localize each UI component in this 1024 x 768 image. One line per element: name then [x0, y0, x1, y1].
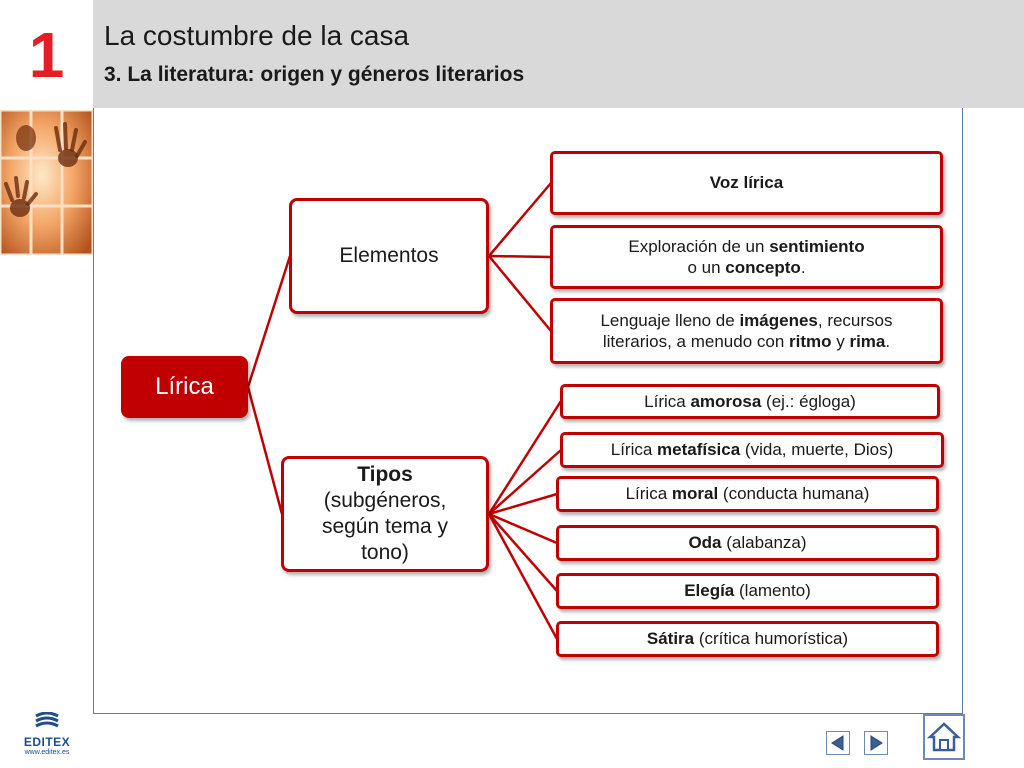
oda-bold: Oda: [688, 533, 722, 553]
satira-bold: Sátira: [646, 629, 695, 649]
metafisica-post: (vida, muerte, Dios): [740, 440, 894, 460]
node-lirica-moral: Lírica moral (conducta humana): [556, 476, 939, 512]
connector-tipos-oda: [488, 512, 558, 545]
elegia-bold: Elegía: [684, 581, 735, 601]
exploracion-text-1: Exploración de un: [628, 236, 770, 256]
lenguaje-bold-rima: rima: [849, 332, 886, 351]
connector-elementos-lenguaje: [488, 255, 552, 332]
page-title: La costumbre de la casa: [104, 20, 410, 51]
connector-tipos-satira: [487, 513, 559, 640]
lenguaje-text-3: y: [831, 332, 850, 351]
node-exploracion: Exploración de un sentimiento o un conce…: [550, 225, 943, 289]
moral-bold: moral: [671, 484, 719, 504]
lenguaje-text-2: , recursos literarios, a menudo con: [602, 310, 893, 351]
home-button[interactable]: [923, 714, 965, 760]
node-oda: Oda (alabanza): [556, 525, 939, 561]
amorosa-post: (ej.: égloga): [761, 391, 856, 411]
header-bar: [93, 0, 1024, 108]
metafisica-bold: metafísica: [657, 440, 741, 460]
node-voz-lirica: Voz lírica: [550, 151, 943, 215]
connector-tipos-metafisica: [488, 449, 562, 515]
connector-elementos-exploracion: [488, 254, 552, 259]
connector-tipos-moral: [488, 492, 558, 516]
connector-root-elementos: [246, 255, 292, 388]
lenguaje-text-4: .: [885, 332, 891, 351]
unit-number: 1: [28, 19, 65, 91]
next-slide-button[interactable]: [864, 731, 888, 755]
node-satira: Sátira (crítica humorística): [556, 621, 939, 657]
editex-logo-mark-icon: [35, 711, 59, 728]
moral-pre: Lírica: [625, 484, 672, 504]
node-lenguaje: Lenguaje lleno de imágenes, recursos lit…: [550, 298, 943, 364]
node-elementos: Elementos: [289, 198, 489, 314]
arrow-right-icon: [870, 735, 883, 751]
node-lirica-metafisica: Lírica metafísica (vida, muerte, Dios): [560, 432, 944, 468]
lenguaje-bold-ritmo: ritmo: [789, 332, 832, 351]
moral-post: (conducta humana): [718, 484, 870, 504]
amorosa-bold: amorosa: [690, 391, 762, 411]
page-subtitle: 3. La literatura: origen y géneros liter…: [104, 63, 525, 86]
exploracion-text-2: o un: [687, 258, 726, 277]
satira-post: (crítica humorística): [694, 629, 849, 649]
arrow-left-icon: [831, 735, 844, 751]
node-elegia: Elegía (lamento): [556, 573, 939, 609]
home-icon: [927, 722, 961, 752]
node-voz-lirica-label: Voz lírica: [709, 173, 784, 193]
connector-tipos-elegia: [488, 513, 558, 592]
elegia-post: (lamento): [734, 581, 811, 601]
connector-root-tipos: [246, 386, 284, 515]
lenguaje-text-1: Lenguaje lleno de: [600, 310, 740, 330]
editex-logo: EDITEX www.editex.es: [18, 711, 76, 762]
connector-tipos-amorosa: [487, 400, 563, 515]
lenguaje-bold-imagenes: imágenes: [739, 310, 818, 330]
node-lirica-amorosa: Lírica amorosa (ej.: égloga): [560, 384, 940, 419]
connector-elementos-voz: [488, 182, 552, 257]
node-elementos-label: Elementos: [339, 243, 439, 267]
node-tipos-description: (subgéneros, según tema y tono): [321, 488, 449, 565]
decorative-hands-image: [0, 110, 93, 255]
exploracion-bold-sentimiento: sentimiento: [769, 236, 865, 256]
amorosa-pre: Lírica: [644, 391, 691, 411]
editex-logo-text: EDITEX: [23, 735, 71, 749]
node-lirica-label: Lírica: [155, 373, 214, 400]
exploracion-text-3: .: [800, 258, 806, 277]
content-frame: [93, 108, 963, 714]
exploracion-bold-concepto: concepto: [725, 258, 801, 277]
oda-post: (alabanza): [721, 533, 807, 553]
node-tipos: Tipos (subgéneros, según tema y tono): [281, 456, 489, 572]
node-tipos-title: Tipos: [357, 462, 413, 486]
prev-slide-button[interactable]: [826, 731, 850, 755]
metafisica-pre: Lírica: [610, 440, 658, 460]
editex-logo-url: www.editex.es: [24, 749, 70, 756]
node-lirica: Lírica: [121, 356, 248, 418]
